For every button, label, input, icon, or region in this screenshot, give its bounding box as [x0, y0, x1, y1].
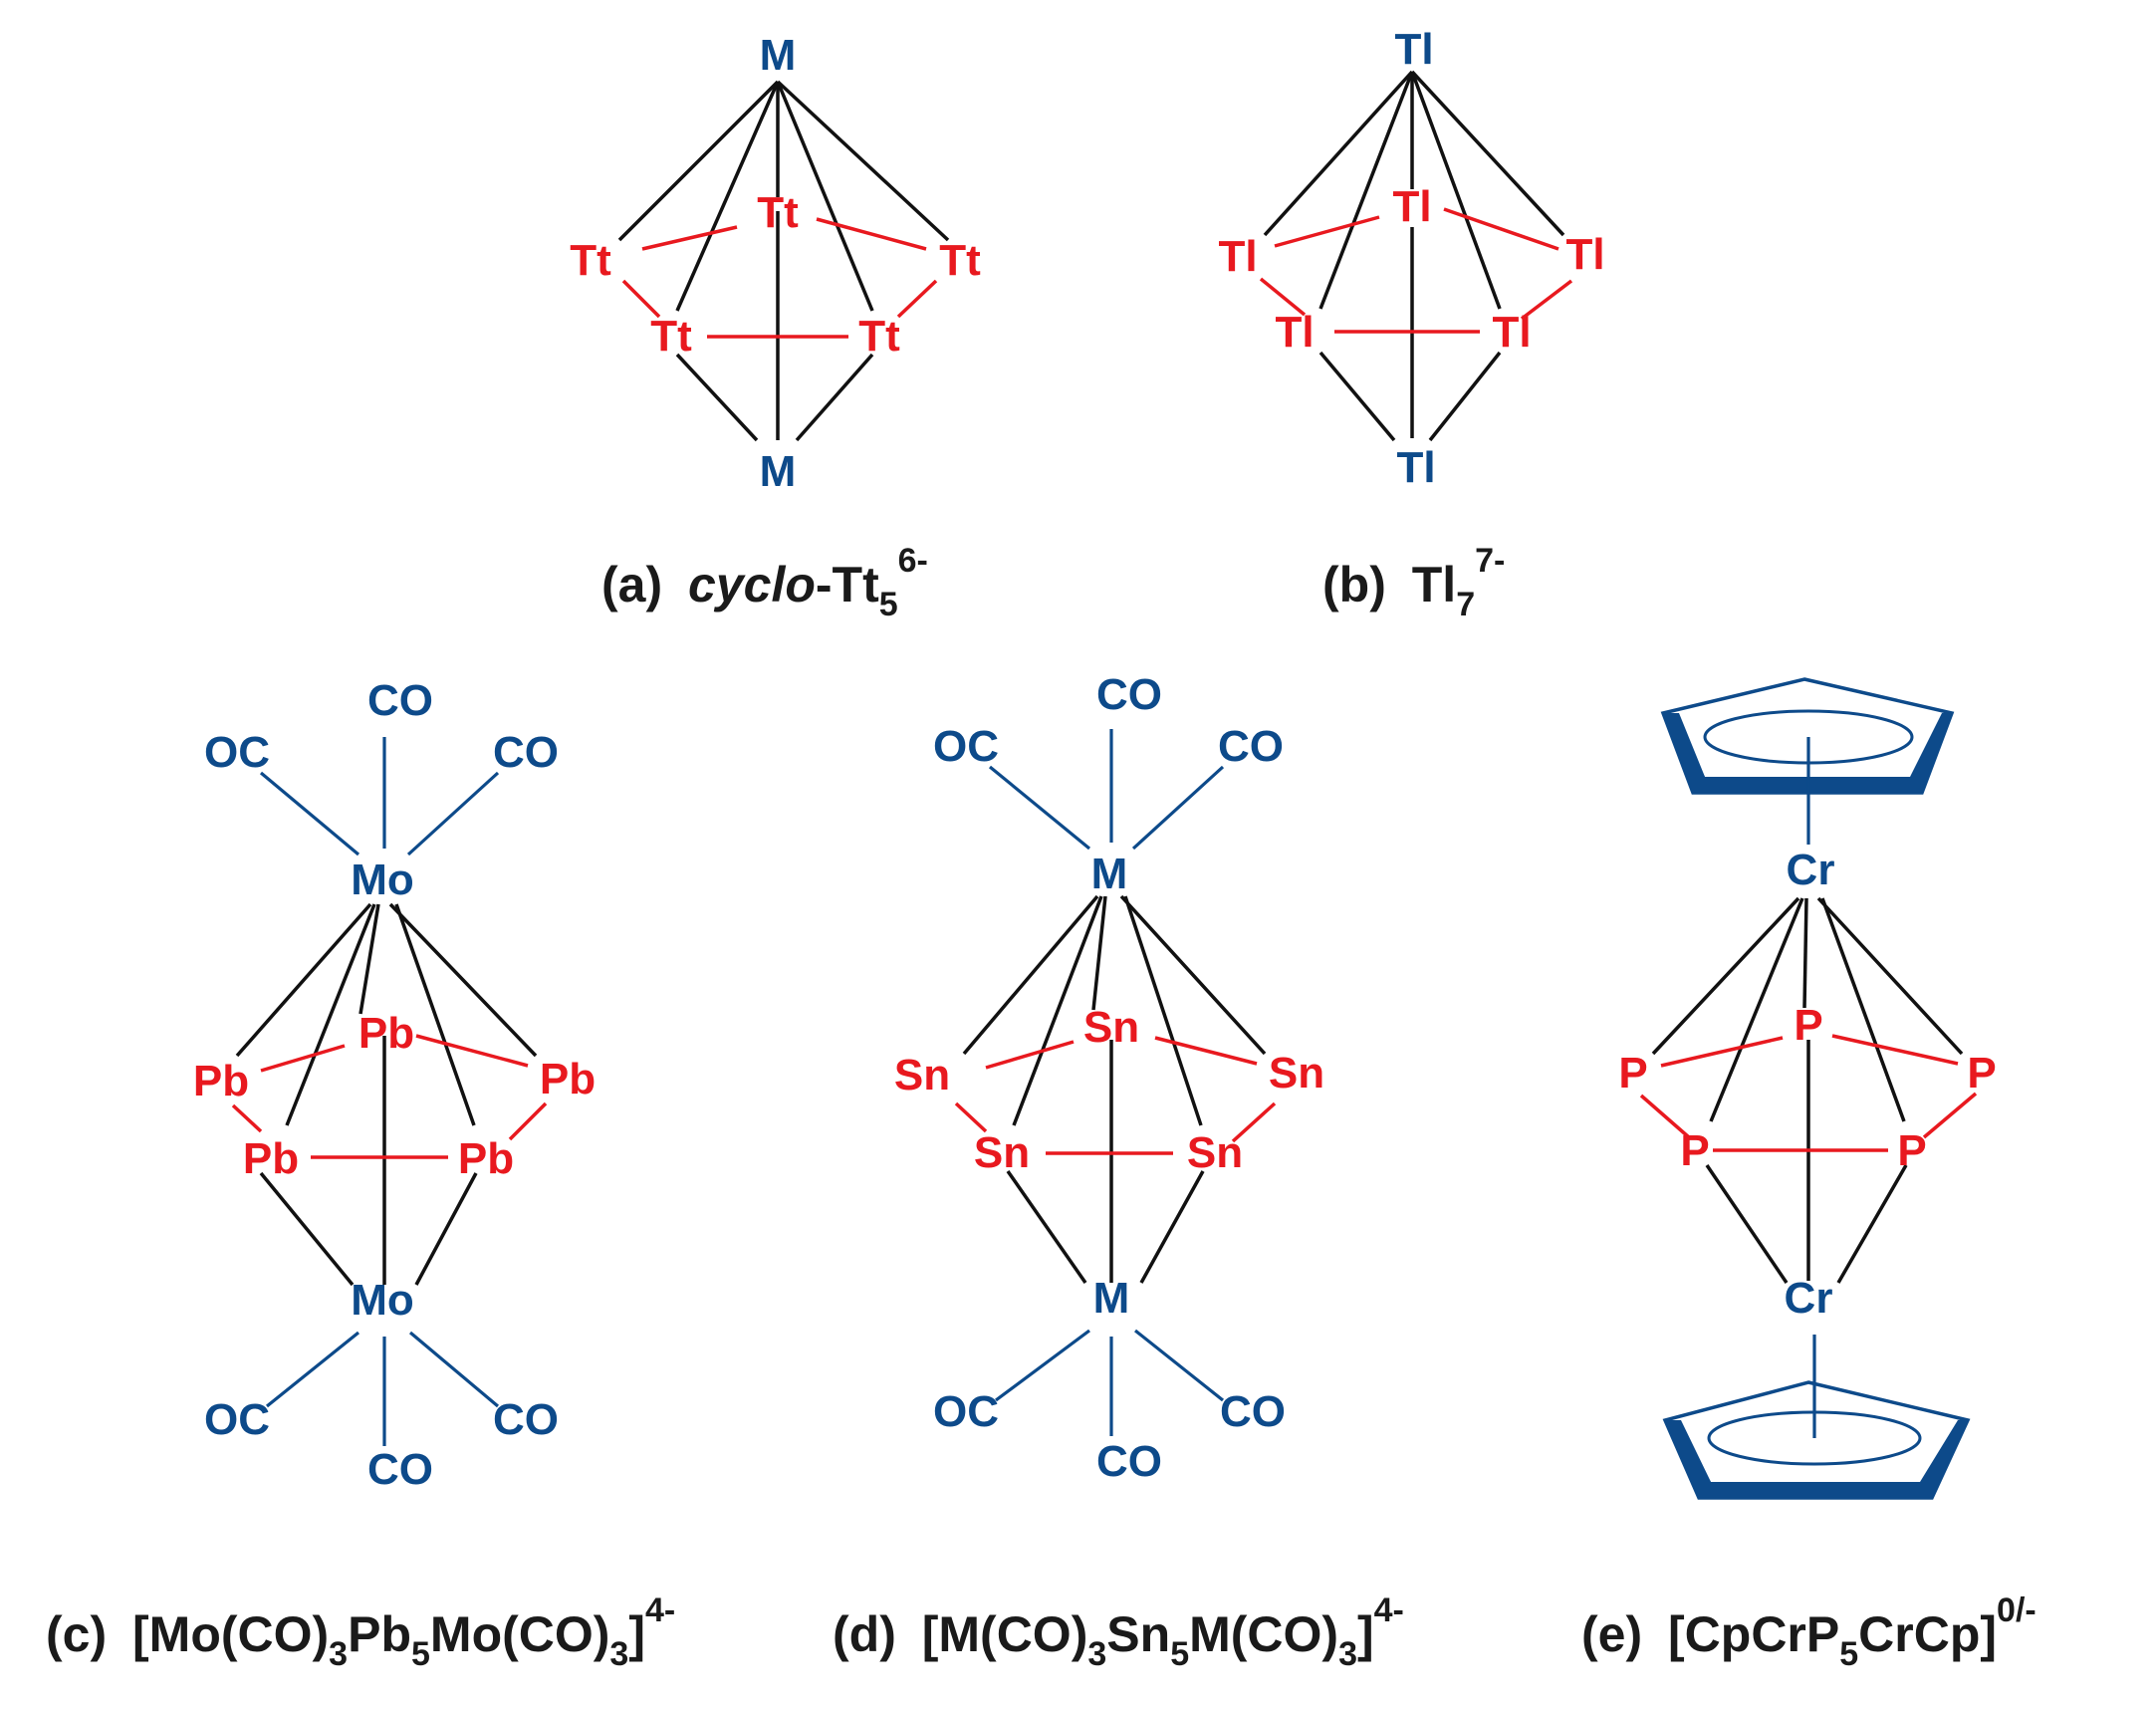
ligand-c-bottom-center: CO [367, 1445, 433, 1494]
atom-b-ring-back: Tl [1392, 182, 1431, 231]
atom-a-top: M [760, 31, 797, 80]
atom-d-top: M [1091, 850, 1128, 898]
atom-d-ring-left: Sn [894, 1051, 950, 1099]
ligand-c-bottom-right: CO [493, 1395, 559, 1444]
ligand-d-top-center: CO [1096, 670, 1162, 719]
atom-d-bottom: M [1093, 1274, 1130, 1323]
atom-b-ring-right: Tl [1565, 230, 1604, 279]
atom-b-ring-front-left: Tl [1275, 308, 1314, 357]
atom-a-ring-left: Tt [570, 236, 611, 285]
atom-d-ring-front-left: Sn [974, 1128, 1030, 1177]
atom-e-bottom: Cr [1785, 1274, 1833, 1323]
atom-c-ring-right: Pb [540, 1055, 596, 1103]
atom-b-top: Tl [1394, 25, 1433, 74]
atom-c-ring-front-right: Pb [458, 1134, 514, 1183]
atom-c-ring-back: Pb [359, 1009, 414, 1058]
ligand-d-bottom-left: OC [933, 1387, 999, 1436]
atom-e-ring-left: P [1618, 1049, 1647, 1098]
atom-a-ring-back: Tt [757, 188, 799, 237]
structure-a: M Tt Tt Tt Tt Tt M [570, 31, 981, 496]
ligand-d-bottom-right: CO [1220, 1387, 1286, 1436]
atom-e-ring-front-left: P [1680, 1126, 1709, 1175]
atom-c-ring-left: Pb [193, 1057, 249, 1105]
caption-d: (d) [M(CO)3Sn5M(CO)3]4- [833, 1591, 1404, 1673]
structure-d: OC CO CO M Sn Sn Sn Sn Sn M OC CO CO [894, 670, 1324, 1486]
atom-d-ring-back: Sn [1083, 1003, 1139, 1052]
structure-b: Tl Tl Tl Tl Tl Tl Tl [1218, 25, 1604, 492]
atom-e-ring-front-right: P [1897, 1126, 1926, 1175]
atom-c-top: Mo [351, 855, 414, 904]
structure-c: OC CO CO Mo Pb Pb Pb Pb Pb Mo OC CO CO [193, 676, 596, 1494]
atom-b-ring-front-right: Tl [1492, 308, 1531, 357]
cp-ring-bottom [1662, 1335, 1971, 1500]
ligand-c-top-left: OC [204, 728, 270, 777]
atom-d-ring-front-right: Sn [1187, 1128, 1243, 1177]
caption-a: (a) cyclo-Tt56- [601, 542, 928, 623]
atom-e-ring-back: P [1794, 1001, 1822, 1050]
atom-c-ring-front-left: Pb [243, 1134, 299, 1183]
atom-e-top: Cr [1787, 846, 1835, 894]
atom-a-ring-front-right: Tt [858, 312, 900, 361]
atom-b-bottom: Tl [1396, 443, 1435, 492]
caption-b: (b) Tl77- [1322, 542, 1505, 623]
cp-ring-top [1660, 677, 1955, 845]
atom-a-ring-right: Tt [939, 236, 981, 285]
atom-e-ring-right: P [1967, 1049, 1996, 1098]
atom-a-ring-front-left: Tt [650, 312, 692, 361]
structure-e: Cr P P P P P Cr [1618, 677, 1997, 1500]
ligand-c-bottom-left: OC [204, 1395, 270, 1444]
atom-c-bottom: Mo [351, 1276, 414, 1325]
ligand-d-top-right: CO [1218, 722, 1284, 771]
ligand-d-top-left: OC [933, 722, 999, 771]
ligand-c-top-right: CO [493, 728, 559, 777]
atom-a-bottom: M [760, 447, 797, 496]
caption-e: (e) [CpCrP5CrCp]0/- [1581, 1591, 2036, 1673]
caption-c: (c) [Mo(CO)3Pb5Mo(CO)3]4- [46, 1591, 675, 1673]
ligand-c-top-center: CO [367, 676, 433, 725]
atom-b-ring-left: Tl [1218, 232, 1257, 281]
ligand-d-bottom-center: CO [1096, 1437, 1162, 1486]
atom-d-ring-right: Sn [1269, 1049, 1324, 1098]
